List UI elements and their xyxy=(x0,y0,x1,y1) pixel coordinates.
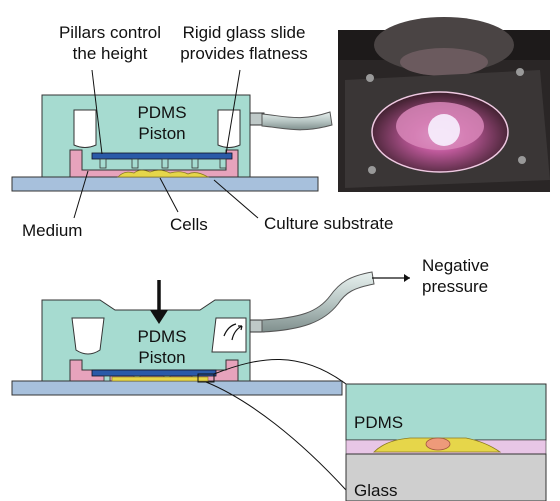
bottom-piston-label-line2: Piston xyxy=(138,348,186,367)
zoom-inset xyxy=(345,383,547,501)
bottom-cells xyxy=(111,376,209,382)
top-piston-label: PDMS Piston xyxy=(112,102,212,144)
top-pillar xyxy=(99,158,107,169)
bottom-vacuum-tube xyxy=(261,271,375,333)
inset-label-glass: Glass xyxy=(354,481,398,500)
pillars-annotation-line1: Pillars control xyxy=(58,23,162,42)
label-cells: Cells xyxy=(170,215,208,234)
bottom-culture-substrate xyxy=(11,380,343,396)
top-pillar xyxy=(161,158,169,169)
pillars-annotation: Pillars control the height xyxy=(44,22,176,64)
top-right-cavity xyxy=(217,109,241,148)
bottom-left-cavity xyxy=(71,317,105,355)
top-pillar xyxy=(219,158,227,169)
negative-pressure-line1: Negative xyxy=(422,256,490,275)
bottom-piston-label: PDMS Piston xyxy=(112,326,212,368)
glass-annotation-line2: provides flatness xyxy=(180,44,308,63)
bottom-device xyxy=(11,271,410,396)
top-device xyxy=(11,94,333,192)
top-pillar xyxy=(191,158,199,169)
microscope-setup-photo xyxy=(338,17,550,192)
top-piston-label-line1: PDMS xyxy=(137,103,187,122)
bottom-piston-label-line1: PDMS xyxy=(137,327,187,346)
bottom-glass-slide xyxy=(91,369,217,377)
pillars-annotation-line2: the height xyxy=(72,44,148,63)
inset-label-pdms: PDMS xyxy=(354,413,404,432)
top-piston-label-line2: Piston xyxy=(138,124,186,143)
top-culture-substrate xyxy=(11,176,319,192)
cavity-arrow-icon xyxy=(231,325,243,341)
label-medium: Medium xyxy=(22,221,83,240)
negative-pressure-label: Negative pressure xyxy=(422,255,489,297)
glass-annotation: Rigid glass slide provides flatness xyxy=(172,22,316,64)
bottom-pillar xyxy=(103,375,111,382)
top-leader-lines xyxy=(73,69,259,219)
top-cells xyxy=(117,169,210,178)
zoom-lines xyxy=(205,358,347,491)
bottom-right-cavity xyxy=(211,317,247,353)
negative-pressure-line2: pressure xyxy=(422,277,489,296)
glass-annotation-line1: Rigid glass slide xyxy=(182,23,306,42)
top-left-cavity xyxy=(73,109,97,148)
top-vacuum-tube xyxy=(261,111,333,131)
label-culture-substrate: Culture substrate xyxy=(264,214,394,233)
top-glass-slide xyxy=(91,152,233,160)
top-pillar xyxy=(131,158,139,169)
inset-nucleus xyxy=(425,437,451,451)
